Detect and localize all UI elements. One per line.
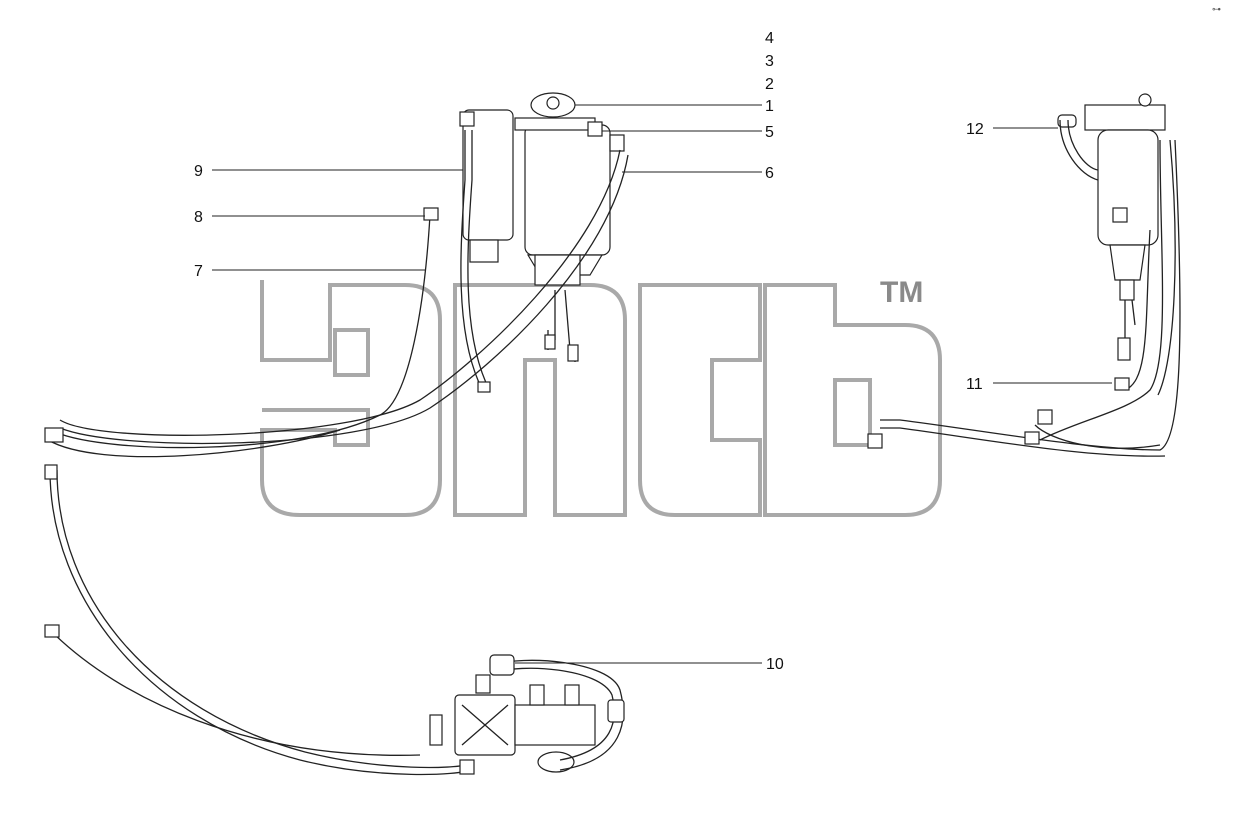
callout-2: 2 (765, 76, 774, 93)
callout-4: 4 (765, 30, 774, 47)
callout-8: 8 (194, 209, 203, 226)
callout-12: 12 (966, 121, 984, 138)
callout-9: 9 (194, 163, 203, 180)
callout-1: 1 (765, 98, 774, 115)
hose-network-right (867, 119, 1181, 457)
callout-labels: 4 3 2 1 5 6 9 8 7 10 12 11 (194, 30, 984, 673)
callout-3: 3 (765, 53, 774, 70)
primary-filter-assembly (459, 92, 625, 362)
callout-10: 10 (766, 656, 784, 673)
pump-assembly (429, 654, 625, 775)
callout-7: 7 (194, 263, 203, 280)
corner-glyph: ⊶ (1212, 5, 1221, 15)
callout-6: 6 (765, 165, 774, 182)
secondary-filter-assembly (1057, 93, 1166, 361)
leader-lines (212, 104, 1112, 664)
callout-11: 11 (966, 376, 983, 393)
watermark-logo: TM (260, 276, 942, 517)
callout-5: 5 (765, 124, 774, 141)
hose-network-left (44, 130, 629, 776)
trademark-mark: TM (880, 276, 923, 309)
